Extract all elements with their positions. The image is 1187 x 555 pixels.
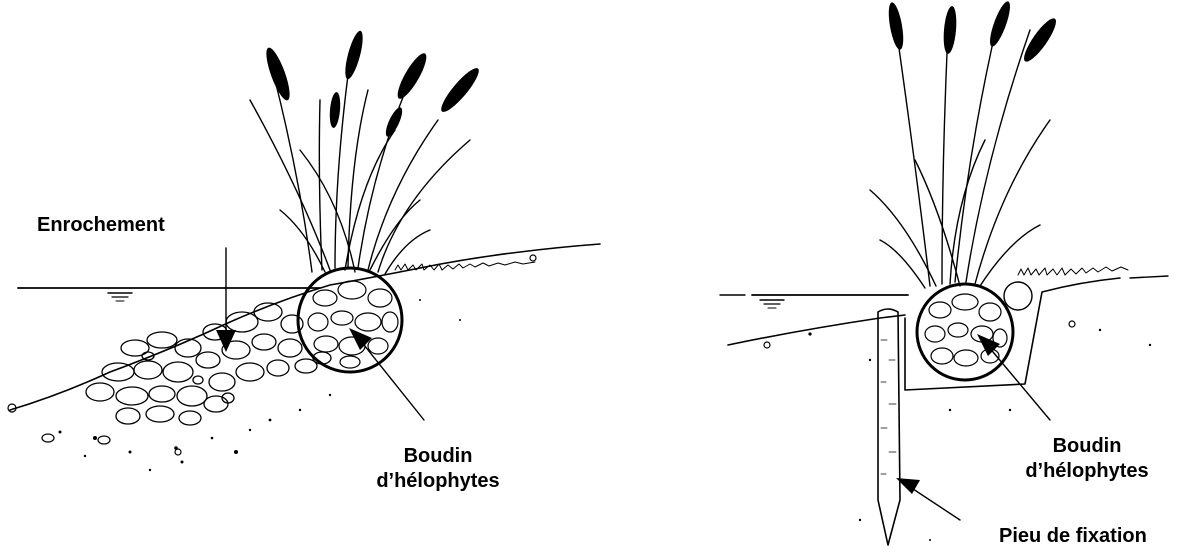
label-right-boudin: Boudin d’hélophytes (1007, 434, 1167, 484)
right-helophyte-roll (917, 284, 1013, 380)
right-reed-seedheads (886, 0, 1061, 65)
left-water-surface (18, 288, 320, 301)
label-left-boudin-line1: Boudin (368, 444, 508, 469)
left-reed-seedheads (262, 29, 484, 138)
right-bank-grass-edge (1018, 267, 1128, 275)
left-helophyte-roll (298, 268, 402, 372)
left-riprap-rocks (86, 303, 331, 425)
label-left-boudin-line2: d’hélophytes (368, 469, 508, 494)
left-enrochement-pointer (216, 248, 236, 352)
label-right-boudin-line1: Boudin (1007, 434, 1167, 459)
right-water-surface (720, 295, 908, 308)
label-left-boudin: Boudin d’hélophytes (368, 444, 508, 494)
label-pieu-de-fixation: Pieu de fixation (999, 524, 1147, 549)
right-pieu-pointer (896, 478, 960, 520)
right-reed-plants (870, 20, 1050, 288)
right-boudin-pointer (977, 334, 1050, 420)
left-figure (8, 29, 600, 471)
right-fixation-stake (878, 309, 900, 545)
label-right-boudin-line2: d’hélophytes (1007, 459, 1167, 484)
label-enrochement: Enrochement (37, 213, 165, 238)
left-bank-profile (10, 244, 600, 410)
